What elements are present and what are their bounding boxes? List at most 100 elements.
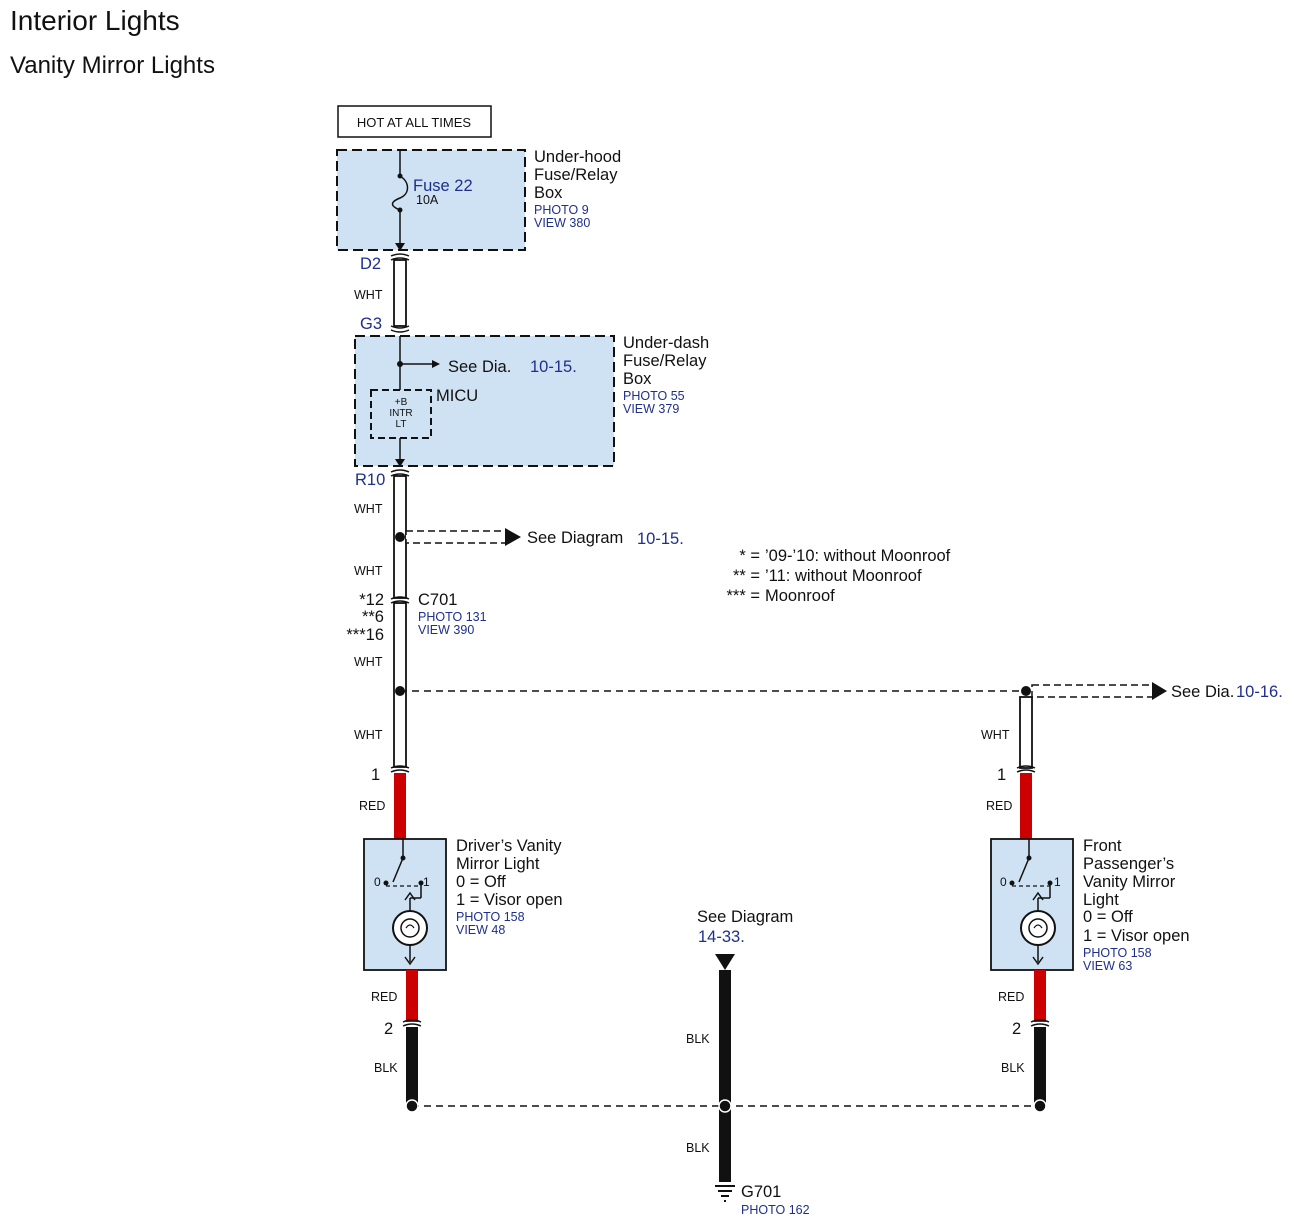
- fuse-rating: 10A: [416, 193, 439, 207]
- note-2-text: ’11: without Moonroof: [765, 567, 922, 585]
- connector-g3-label: G3: [360, 315, 382, 333]
- driver-pin2-label: 2: [384, 1020, 393, 1038]
- c701-photo: PHOTO 131: [418, 610, 487, 624]
- ground-see-text: See Diagram: [697, 908, 793, 926]
- connector-r10-symbol: [390, 469, 410, 477]
- passenger-pin1-label: 1: [997, 766, 1006, 784]
- underdash-see-ref: 10-15.: [530, 358, 577, 376]
- passenger-wire-red-bottom: [1034, 970, 1046, 1022]
- underhood-fuse-box: [336, 149, 526, 251]
- connector-d2-symbol: [390, 253, 410, 261]
- driver-wire-label-red-2: RED: [371, 990, 397, 1004]
- connector-c701-symbol: [390, 596, 410, 604]
- driver-pin2-connector: [402, 1019, 422, 1027]
- ground-wire-blk: [719, 970, 731, 1182]
- passenger-wire-label-red-1: RED: [986, 799, 1012, 813]
- splice-2-see-text: See Dia.: [1171, 683, 1234, 701]
- driver-switch-icon: [392, 857, 404, 883]
- connector-d2-label: D2: [360, 255, 381, 273]
- passenger-pin1-connector: [1016, 765, 1036, 773]
- ground-name: G701: [741, 1183, 781, 1201]
- wire-label-wht-4: WHT: [354, 655, 383, 669]
- arrow-right-icon: [432, 360, 440, 368]
- note-1-key: * =: [739, 547, 760, 565]
- arrow-right-icon: [505, 528, 521, 546]
- passenger-wire-label-wht: WHT: [981, 728, 1010, 742]
- note-2-key: ** =: [733, 567, 760, 585]
- power-source-box: [337, 105, 492, 138]
- passenger-bulb-icon: [1020, 910, 1056, 946]
- page-subtitle: Vanity Mirror Lights: [10, 52, 215, 79]
- splice-1-see-ref: 10-15.: [637, 530, 684, 548]
- splice-point-3: [1021, 686, 1031, 696]
- micu-pin-lt: LT: [396, 419, 407, 430]
- ground-wire-label-blk-2: BLK: [686, 1141, 710, 1155]
- fuse-icon: [391, 175, 409, 211]
- passenger-wire-label-blk: BLK: [1001, 1061, 1025, 1075]
- c701-pin-b: **6: [362, 608, 384, 626]
- passenger-name-1: Front: [1083, 837, 1122, 855]
- passenger-wire-wht: [1019, 696, 1033, 769]
- passenger-pin2-label: 2: [1012, 1020, 1021, 1038]
- underhood-name-2: Fuse/Relay: [534, 166, 618, 184]
- driver-wire-red-top: [394, 773, 406, 839]
- ground-wire-label-blk-1: BLK: [686, 1032, 710, 1046]
- ground-splice-passenger: [1033, 1099, 1047, 1113]
- micu-pin-intr: INTR: [389, 408, 412, 419]
- driver-state-0: 0 = Off: [456, 873, 506, 891]
- underhood-name-3: Box: [534, 184, 563, 202]
- passenger-wire-red-top: [1020, 773, 1032, 839]
- wire-label-wht-5: WHT: [354, 728, 383, 742]
- underdash-name-3: Box: [623, 370, 652, 388]
- passenger-wire-label-red-2: RED: [998, 990, 1024, 1004]
- passenger-pin2-connector: [1030, 1019, 1050, 1027]
- power-source-label: HOT AT ALL TIMES: [357, 115, 471, 130]
- driver-view: VIEW 48: [456, 923, 505, 937]
- passenger-switch-icon: [1018, 857, 1030, 883]
- driver-wire-blk: [406, 1027, 418, 1106]
- underhood-name-1: Under-hood: [534, 148, 621, 166]
- micu-label: MICU: [436, 387, 478, 405]
- down-arrow-icon: [715, 954, 735, 970]
- ground-splice-center: [718, 1099, 732, 1113]
- connector-r10-label: R10: [355, 471, 385, 489]
- underdash-name-2: Fuse/Relay: [623, 352, 707, 370]
- driver-wire-label-red-1: RED: [359, 799, 385, 813]
- underdash-see-text: See Dia.: [448, 358, 511, 376]
- splice-point-2: [395, 686, 405, 696]
- micu-pin-b: +B: [395, 397, 408, 408]
- driver-switch-pos-0: 0: [374, 875, 381, 889]
- passenger-wire-blk: [1034, 1027, 1046, 1106]
- splice-2-see-ref: 10-16.: [1236, 683, 1283, 701]
- driver-switch-pos-1: 1: [423, 875, 430, 889]
- wire-wht-3: [393, 602, 407, 768]
- ground-see-ref: 14-33.: [698, 928, 745, 946]
- fuse-label: Fuse 22: [413, 177, 473, 195]
- underdash-view: VIEW 379: [623, 402, 679, 416]
- passenger-photo: PHOTO 158: [1083, 946, 1152, 960]
- driver-name-2: Mirror Light: [456, 855, 540, 873]
- passenger-name-3: Vanity Mirror: [1083, 873, 1176, 891]
- passenger-name-2: Passenger’s: [1083, 855, 1174, 873]
- passenger-state-1: 1 = Visor open: [1083, 927, 1190, 945]
- driver-state-1: 1 = Visor open: [456, 891, 563, 909]
- underhood-photo: PHOTO 9: [534, 203, 589, 217]
- splice-1-see-text: See Diagram: [527, 529, 623, 547]
- underhood-view: VIEW 380: [534, 216, 590, 230]
- wire-label-wht-1: WHT: [354, 288, 383, 302]
- driver-wire-label-blk: BLK: [374, 1061, 398, 1075]
- driver-vanity-light: [363, 838, 447, 971]
- wire-wht-1: [393, 259, 407, 327]
- arrow-right-icon: [1152, 682, 1167, 700]
- note-3-key: *** =: [727, 587, 760, 605]
- passenger-state-0: 0 = Off: [1083, 908, 1133, 926]
- c701-name: C701: [418, 591, 457, 609]
- passenger-view: VIEW 63: [1083, 959, 1132, 973]
- driver-bulb-icon: [392, 910, 428, 946]
- c701-view: VIEW 390: [418, 623, 474, 637]
- passenger-vanity-light: [990, 838, 1074, 971]
- note-1-text: ’09-’10: without Moonroof: [765, 547, 951, 565]
- passenger-switch-pos-1: 1: [1054, 875, 1061, 889]
- wire-label-wht-3: WHT: [354, 564, 383, 578]
